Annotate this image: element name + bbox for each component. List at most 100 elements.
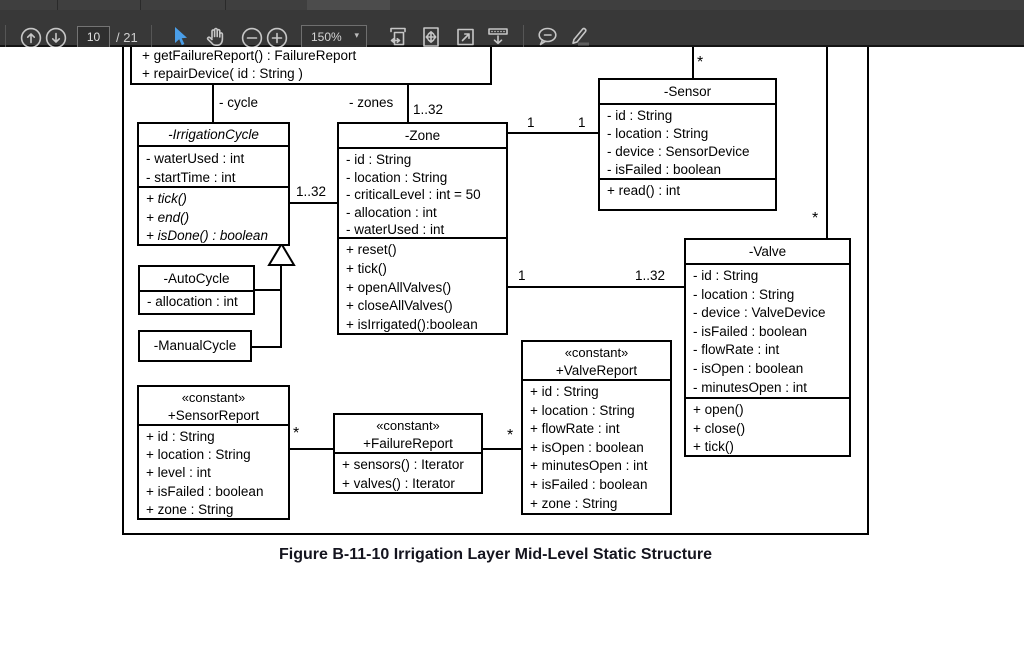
uml-member: - isFailed : boolean	[693, 323, 808, 339]
uml-member: + read() : int	[607, 183, 681, 198]
multiplicity-label: *	[812, 210, 819, 227]
frame-bottom-line	[122, 533, 869, 535]
multiplicity-label: 1..32	[413, 102, 444, 117]
generalization-line	[280, 265, 282, 348]
toolbar-divider	[523, 25, 524, 48]
uml-member: + minutesOpen : int	[530, 458, 648, 474]
uml-member: + sensors() : Iterator	[342, 457, 464, 472]
cursor-icon	[175, 27, 187, 46]
read-mode-button[interactable]	[485, 25, 511, 54]
uml-member: + end()	[146, 209, 190, 225]
zone-sensor-association-line	[508, 132, 598, 134]
uml-member: + isOpen : boolean	[530, 439, 644, 455]
actual-size-button[interactable]	[454, 25, 478, 54]
uml-member: + isIrrigated():boolean	[346, 317, 478, 333]
uml-member: + id : String	[146, 429, 215, 444]
uml-member: + isFailed : boolean	[146, 483, 264, 499]
uml-member: - location : String	[346, 169, 448, 185]
class-title: -Zone	[404, 128, 441, 143]
uml-class-manual-cycle: -ManualCycle	[138, 330, 252, 362]
tab-separator	[225, 0, 226, 10]
zoom-level-select[interactable]: 150% ▾	[301, 25, 367, 50]
highlight-button[interactable]	[568, 25, 594, 54]
uml-member: - isFailed : boolean	[607, 162, 722, 177]
select-tool-button[interactable]	[171, 25, 189, 52]
uml-member: - startTime : int	[146, 170, 236, 185]
toolbar-divider	[151, 25, 152, 48]
hand-tool-button[interactable]	[204, 25, 228, 54]
uml-member: + zone : String	[530, 495, 618, 511]
uml-member: + closeAllValves()	[346, 298, 453, 314]
uml-member: + close()	[693, 420, 746, 436]
fit-width-icon	[390, 27, 406, 46]
role-label-zones: - zones	[349, 95, 394, 110]
uml-member: - criticalLevel : int = 50	[346, 187, 481, 202]
actual-size-icon	[457, 28, 474, 46]
uml-member: - location : String	[693, 286, 795, 302]
multiplicity-label: *	[293, 425, 300, 442]
toolbar-divider	[5, 25, 6, 48]
uml-member: + isDone() : boolean	[146, 228, 268, 243]
class-title: +FailureReport	[363, 436, 453, 451]
pdf-viewer-toolbar: 10 / 21 150% ▾	[0, 10, 1024, 50]
uml-member: + tick()	[146, 191, 187, 206]
uml-class-irrigation-cycle: -IrrigationCycle - waterUsed : int - star…	[137, 122, 290, 246]
uml-class-valve-report: «constant» +ValveReport + id : String+ l…	[521, 340, 672, 515]
frame-right-line	[867, 47, 869, 535]
sensor-association-line	[692, 47, 694, 78]
uml-class-sensor: -Sensor - id : String- location : String…	[598, 78, 777, 211]
uml-member: - id : String	[607, 108, 673, 123]
comment-button[interactable]	[535, 25, 561, 54]
uml-member: + tick()	[346, 260, 387, 276]
uml-member: - location : String	[607, 126, 709, 141]
class-title: +ValveReport	[555, 363, 638, 378]
page-count-label: / 21	[116, 30, 138, 45]
window-tab-strip	[0, 0, 1024, 10]
uml-member: - isOpen : boolean	[693, 360, 804, 376]
cycle-association-line	[212, 85, 214, 122]
uml-member: - device : ValveDevice	[693, 305, 826, 321]
tab-strip-highlight	[307, 0, 390, 10]
failurereport-valvereport-line	[483, 448, 521, 450]
uml-member: + tick()	[693, 439, 734, 455]
class-title: -IrrigationCycle	[168, 127, 259, 142]
multiplicity-label: 1..32	[296, 184, 327, 199]
sensorreport-failurereport-line	[290, 448, 333, 450]
uml-member: - device : SensorDevice	[607, 144, 750, 159]
uml-member: + flowRate : int	[530, 421, 620, 437]
multiplicity-label: *	[697, 54, 704, 71]
manualcycle-generalization-line	[252, 346, 282, 348]
class-title: +SensorReport	[167, 408, 260, 423]
tab-separator	[140, 0, 141, 10]
class-title: -AutoCycle	[163, 271, 230, 286]
valve-association-line	[826, 47, 828, 238]
fit-width-button[interactable]	[387, 25, 409, 54]
page-number-input[interactable]: 10	[77, 26, 110, 49]
uml-member: - id : String	[693, 268, 759, 283]
highlighter-pen-icon	[572, 27, 589, 46]
uml-member: - waterUsed : int	[146, 151, 245, 166]
multiplicity-label: 1	[578, 115, 586, 130]
class-stereotype: «constant»	[376, 418, 440, 433]
uml-class-valve: -Valve - id : String- location : String-…	[684, 238, 851, 457]
tab-separator	[57, 0, 58, 10]
uml-member: + getFailureReport() : FailureReport	[142, 48, 357, 63]
uml-member: - waterUsed : int	[346, 222, 445, 237]
frame-left-line	[122, 47, 124, 535]
uml-member: + reset()	[346, 242, 397, 257]
uml-class-sensor-report: «constant» +SensorReport + id : String+ …	[137, 385, 290, 520]
uml-member: + location : String	[146, 447, 251, 463]
uml-member: + location : String	[530, 402, 635, 418]
multiplicity-label: *	[507, 427, 514, 444]
uml-class-auto-cycle: -AutoCycle - allocation : int	[138, 265, 255, 315]
read-mode-icon	[488, 28, 508, 45]
fit-page-button[interactable]	[420, 25, 442, 54]
role-label-cycle: - cycle	[219, 95, 259, 110]
multiplicity-label: 1..32	[635, 268, 666, 283]
autocycle-generalization-line	[255, 289, 282, 291]
chevron-down-icon: ▾	[354, 30, 359, 40]
uml-member: + id : String	[530, 384, 599, 399]
zones-association-line	[407, 85, 409, 122]
uml-member: + isFailed : boolean	[530, 476, 648, 492]
uml-member: + repairDevice( id : String )	[142, 66, 303, 81]
